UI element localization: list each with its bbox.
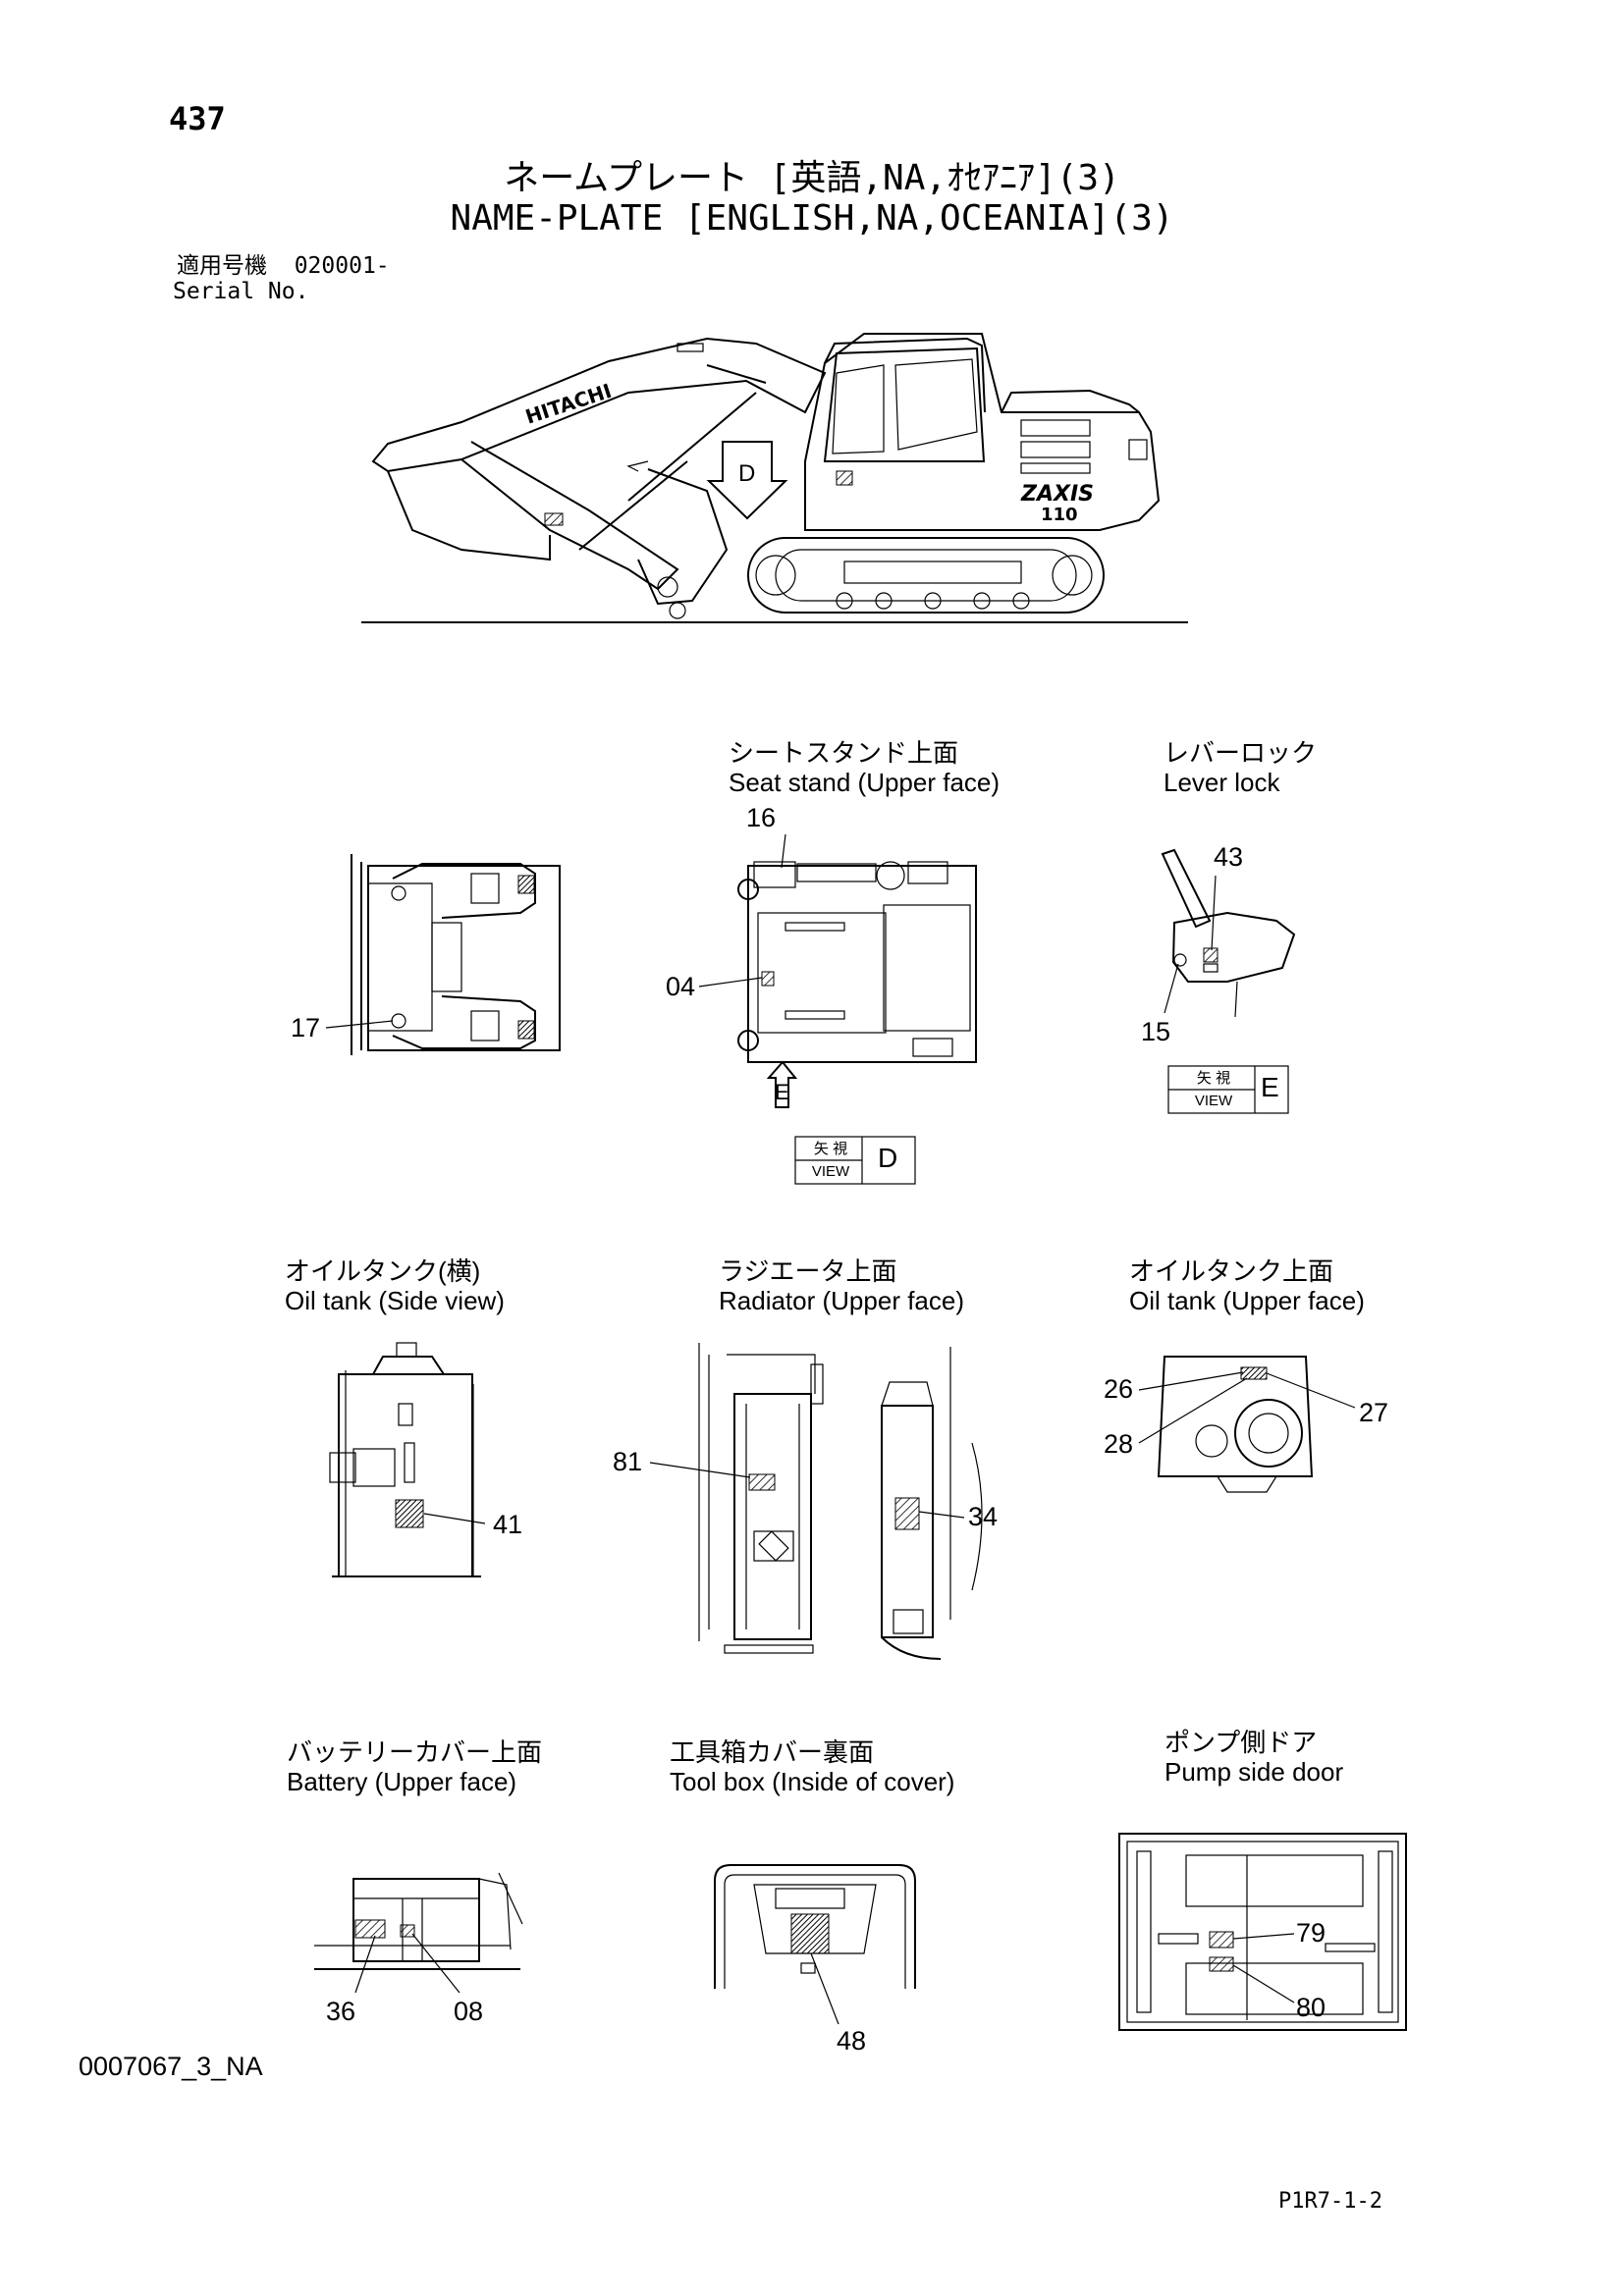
leader-79 [1232,1933,1295,1940]
callout-81: 81 [613,1447,643,1476]
callout-16: 16 [746,803,777,832]
callout-26: 26 [1104,1374,1134,1404]
serial-label-ja: 適用号機 [177,253,267,279]
tool-box-label-en: Tool box (Inside of cover) [670,1767,955,1796]
leader-48 [810,1952,839,2025]
excavator-drawing: ZAXIS 110 HITACHI D [361,333,1188,623]
view-d-letter: D [878,1143,898,1173]
pump-door-label-ja: ポンプ側ドア [1164,1728,1318,1757]
view-d-box [794,1136,916,1185]
view-d-en: VIEW [811,1163,850,1180]
radiator-drawing [698,1343,983,1660]
cab [823,347,986,462]
callout-27: 27 [1359,1398,1389,1427]
leader-15 [1164,963,1179,1014]
leader-16 [781,833,786,869]
seat-stand-drawing: E [737,861,977,1108]
track [747,537,1105,614]
view-e-en: VIEW [1194,1093,1233,1109]
battery-label-en: Battery (Upper face) [287,1767,517,1796]
leader-17 [325,1020,394,1029]
serial-value: 020001- [294,253,390,279]
radiator-label-en: Radiator (Upper face) [719,1286,964,1315]
pump-door-drawing [1118,1833,1407,2031]
tool-box-label: 工具箱カバー裏面 Tool box (Inside of cover) [670,1737,954,1796]
callout-15: 15 [1141,1017,1171,1046]
view-d-arrow [706,441,788,520]
radiator-label: ラジエータ上面 Radiator (Upper face) [719,1256,964,1315]
leader-08 [411,1933,460,1994]
callout-36: 36 [326,1997,356,2026]
view-e-box [1167,1065,1289,1114]
upper-frame-drawing [351,854,561,1055]
leader-04 [698,977,763,988]
leader-43 [1211,875,1217,951]
callout-41: 41 [493,1510,523,1539]
callout-28: 28 [1104,1429,1134,1459]
callout-48: 48 [837,2026,867,2056]
callout-04: 04 [666,972,696,1001]
leader-41 [423,1513,486,1524]
leader-36 [354,1935,376,1994]
model-number: 110 [1041,505,1078,525]
leader-34 [918,1511,965,1519]
radiator-label-ja: ラジエータ上面 [719,1256,897,1286]
oil-tank-upper-label-ja: オイルタンク上面 [1129,1256,1334,1286]
serial-label-en: Serial No. [173,279,309,304]
title-english: NAME-PLATE [ENGLISH,NA,OCEANIA](3) [450,198,1174,239]
lever-lock-label: レバーロック Lever lock [1164,738,1317,797]
seat-stand-label: シートスタンド上面 Seat stand (Upper face) [729,738,1000,797]
callout-80: 80 [1296,1993,1326,2022]
view-e-ja: 矢 視 [1196,1070,1231,1087]
serial-block: 適用号機 020001- Serial No. [173,253,390,304]
footer-code: P1R7-1-2 [1278,2189,1382,2214]
view-d-arrow-letter: D [738,460,755,487]
view-e-arrow [766,1060,798,1108]
tool-box-drawing [714,1864,916,1989]
leader-26 [1138,1371,1244,1391]
page-number: 437 [169,100,226,137]
title-japanese: ネームプレート [英語,NA,ｵｾｱﾆｱ](3) [504,158,1120,198]
callout-08: 08 [454,1997,484,2026]
view-e-letter: E [1261,1072,1279,1102]
view-e-arrow-letter: E [775,1080,789,1104]
leader-81 [649,1462,751,1478]
pump-door-label: ポンプ側ドア Pump side door [1164,1728,1343,1787]
tool-box-label-ja: 工具箱カバー裏面 [670,1737,875,1767]
oil-tank-side-label-ja: オイルタンク(横) [285,1256,481,1286]
leader-28 [1138,1377,1248,1444]
oil-tank-side-label-en: Oil tank (Side view) [285,1286,505,1315]
oil-tank-side-drawing [329,1342,481,1577]
leader-80 [1232,1964,1295,2003]
seat-stand-label-en: Seat stand (Upper face) [729,768,1001,797]
battery-label: バッテリーカバー上面 Battery (Upper face) [287,1737,542,1796]
callout-43: 43 [1214,842,1244,872]
leader-27 [1266,1372,1356,1409]
callout-79: 79 [1296,1918,1326,1948]
boom-brand: HITACHI [522,379,615,429]
oil-tank-upper-label-en: Oil tank (Upper face) [1129,1286,1365,1315]
battery-drawing [314,1872,523,1970]
oil-tank-upper-label: オイルタンク上面 Oil tank (Upper face) [1129,1256,1365,1315]
model-logo: ZAXIS [1020,482,1094,507]
boom [371,337,827,473]
seat-stand-label-ja: シートスタンド上面 [729,738,959,768]
battery-label-ja: バッテリーカバー上面 [287,1737,543,1767]
oil-tank-side-label: オイルタンク(横) Oil tank (Side view) [285,1256,505,1315]
callout-17: 17 [291,1013,321,1042]
callout-34: 34 [968,1502,999,1531]
lever-lock-drawing [1161,848,1296,1018]
lever-lock-label-ja: レバーロック [1164,738,1318,768]
oil-tank-upper-drawing [1157,1356,1314,1493]
arm [460,441,679,591]
lever-lock-label-en: Lever lock [1164,768,1280,797]
pump-door-label-en: Pump side door [1164,1757,1344,1787]
document-code: 0007067_3_NA [79,2052,263,2081]
bucket [637,468,729,606]
view-d-ja: 矢 視 [813,1141,848,1157]
